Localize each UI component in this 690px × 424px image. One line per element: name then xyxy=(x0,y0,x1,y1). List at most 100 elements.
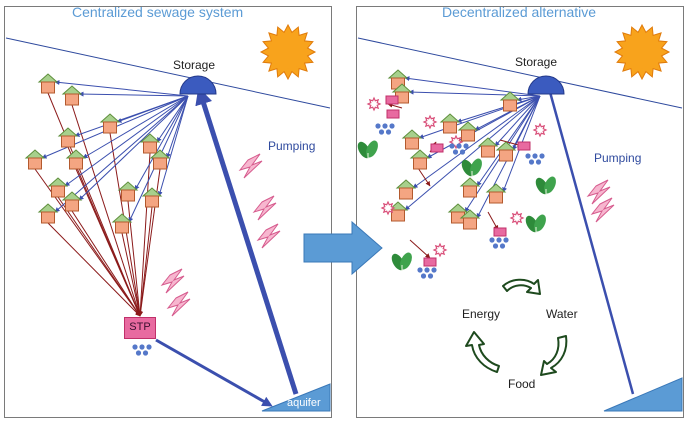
treatment-burst-icon xyxy=(422,114,438,130)
water-drops-icon xyxy=(132,344,152,356)
supply-arrow xyxy=(512,95,541,151)
house-icon xyxy=(139,133,161,154)
sun-icon xyxy=(613,23,671,81)
sewage-arrow xyxy=(387,102,403,109)
terrain-line-left xyxy=(5,37,331,109)
plant-icon xyxy=(461,158,482,177)
lightning-icon xyxy=(590,197,615,223)
sewage-arrow xyxy=(409,239,431,259)
house-icon xyxy=(99,113,121,134)
sewage-arrow xyxy=(487,211,499,231)
mini-stp-icon xyxy=(430,143,444,153)
house-icon xyxy=(141,187,163,208)
big-arrow-icon xyxy=(303,220,383,276)
sewage-arrow xyxy=(138,206,153,317)
mini-stp-icon xyxy=(386,109,400,119)
house-icon xyxy=(111,213,133,234)
house-icon xyxy=(117,181,139,202)
centralized-title: Centralized sewage system xyxy=(72,4,244,20)
house-icon xyxy=(24,149,46,170)
supply-arrow xyxy=(54,79,189,97)
mini-stp-icon xyxy=(385,95,399,105)
supply-arrow xyxy=(157,95,189,197)
lightning-icon xyxy=(160,268,185,294)
terrain-line-right xyxy=(357,37,683,109)
sewage-arrow xyxy=(71,210,141,317)
house-icon xyxy=(47,177,69,198)
house-icon xyxy=(401,129,423,150)
water-drops-icon xyxy=(449,143,469,155)
mini-stp-icon xyxy=(423,257,437,267)
pumping-label-left: Pumping xyxy=(268,139,316,153)
house-icon xyxy=(61,85,83,106)
sewage-arrow xyxy=(47,222,141,317)
aquifer-to-storage-arrow xyxy=(195,86,299,395)
house-icon xyxy=(447,203,469,224)
supply-arrow xyxy=(476,95,541,187)
decentralized-panel xyxy=(356,6,684,418)
lightning-icon xyxy=(166,291,191,317)
house-icon xyxy=(37,203,59,224)
mini-stp-icon xyxy=(493,227,507,237)
house-icon xyxy=(149,149,171,170)
aquifer-icon xyxy=(261,383,331,412)
house-icon xyxy=(459,177,481,198)
house-icon xyxy=(499,91,521,112)
lightning-icon xyxy=(252,195,277,221)
house-icon xyxy=(459,209,481,230)
aquifer-label: aquifer xyxy=(287,397,321,409)
supply-arrow xyxy=(418,95,541,139)
supply-arrow xyxy=(156,95,189,143)
stp-label: STP xyxy=(129,321,151,333)
sun-icon xyxy=(259,23,317,81)
mini-stp-icon xyxy=(517,141,531,151)
lightning-icon xyxy=(238,153,263,179)
house-icon xyxy=(477,137,499,158)
water-drops-icon xyxy=(525,153,545,165)
supply-arrow xyxy=(404,76,541,97)
house-icon xyxy=(61,191,83,212)
house-icon xyxy=(65,149,87,170)
sewage-arrow xyxy=(57,196,141,317)
pumping-label-right: Pumping xyxy=(594,151,642,165)
supply-arrow xyxy=(54,95,189,213)
treatment-burst-icon xyxy=(509,210,525,226)
supply-arrow xyxy=(134,95,189,191)
house-icon xyxy=(439,113,461,134)
storage-label-right: Storage xyxy=(515,55,558,69)
supply-arrow xyxy=(516,95,541,102)
supply-arrow xyxy=(82,95,189,159)
water-drops-icon xyxy=(417,267,437,279)
plant-icon xyxy=(535,176,556,195)
house-icon xyxy=(395,179,417,200)
treatment-burst-icon xyxy=(380,200,396,216)
recycle-arrow-icon xyxy=(502,278,541,295)
cycle-food-label: Food xyxy=(508,377,536,391)
recycle-arrow-icon xyxy=(540,335,568,376)
lightning-icon xyxy=(256,223,281,249)
storage-tank-icon xyxy=(179,75,217,95)
storage-label-left: Storage xyxy=(173,58,216,72)
supply-arrow xyxy=(474,95,541,131)
stp-plant-icon: STP xyxy=(124,317,156,339)
decentralized-title: Decentralized alternative xyxy=(442,4,597,20)
treatment-burst-icon xyxy=(366,96,382,112)
house-icon xyxy=(485,183,507,204)
lightning-icon xyxy=(586,179,611,205)
storage-tank-icon xyxy=(527,75,565,95)
water-drops-icon xyxy=(375,123,395,135)
supply-arrow xyxy=(408,89,541,97)
aquifer-icon xyxy=(603,377,683,412)
house-icon xyxy=(495,141,517,162)
treatment-burst-icon xyxy=(432,242,448,258)
supply-arrow xyxy=(64,95,189,187)
sewage-arrow xyxy=(121,232,142,317)
sewage-arrow xyxy=(75,168,141,317)
sewage-arrow xyxy=(417,167,431,187)
house-icon xyxy=(57,127,79,148)
right-supply-pipe xyxy=(548,91,635,395)
supply-arrow xyxy=(74,95,189,137)
stp-to-aquifer-arrow xyxy=(155,338,273,407)
